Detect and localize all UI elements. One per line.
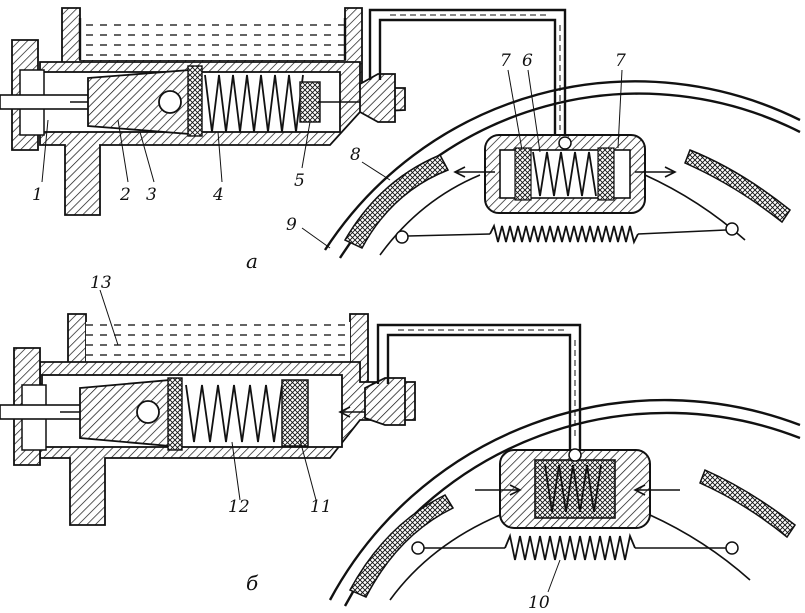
top-label-8: 8 xyxy=(350,145,361,165)
top-outlet-fitting xyxy=(359,73,396,123)
bottom-pipe xyxy=(376,323,582,450)
top-ball xyxy=(158,90,182,114)
top-spring xyxy=(204,74,304,133)
top-spring-pin-left xyxy=(395,230,409,244)
bottom-brake-drum xyxy=(328,398,801,601)
top-label-7a: 7 xyxy=(500,51,511,71)
top-spring-pin-right xyxy=(725,222,739,236)
bottom-spring xyxy=(185,384,283,443)
top-label-6: 6 xyxy=(522,51,533,71)
bottom-spring-pin-right xyxy=(725,541,739,555)
bottom-view: 13 12 11 10 б xyxy=(0,273,801,613)
top-label-3: 3 xyxy=(146,185,157,205)
top-brake-drum xyxy=(323,80,801,251)
bottom-check-valve xyxy=(281,379,309,447)
top-label-4: 4 xyxy=(212,185,224,205)
bottom-label-10: 10 xyxy=(528,593,550,613)
top-left-shoe-lining xyxy=(343,154,450,249)
top-label-2: 2 xyxy=(119,185,131,205)
bottom-label-13: 13 xyxy=(90,273,112,293)
top-label-5: 5 xyxy=(294,171,305,191)
bottom-label-12: 12 xyxy=(228,497,250,517)
caption-top: а xyxy=(246,249,258,273)
top-reservoir-fluid xyxy=(80,18,345,60)
top-label-7b: 7 xyxy=(615,51,626,71)
top-cup xyxy=(187,65,203,137)
caption-bottom: б xyxy=(246,571,259,595)
top-pipe xyxy=(368,8,567,140)
bottom-reservoir-fluid xyxy=(86,322,350,362)
top-return-spring xyxy=(489,223,639,245)
top-view: 1 2 3 4 5 6 7 7 8 9 а xyxy=(0,7,801,273)
bottom-label-11: 11 xyxy=(310,497,332,517)
top-check-valve xyxy=(299,81,321,123)
bottom-left-shoe-lining xyxy=(348,494,455,598)
bottom-outlet-fitting xyxy=(364,377,406,426)
bottom-right-shoe-lining xyxy=(699,468,797,539)
bottom-spring-pin-left xyxy=(411,541,425,555)
bottom-cup xyxy=(167,377,183,451)
top-label-9: 9 xyxy=(286,215,297,235)
top-label-1: 1 xyxy=(32,185,43,205)
bottom-ball xyxy=(136,400,160,424)
bottom-return-spring xyxy=(504,532,636,561)
top-right-shoe-lining xyxy=(684,149,792,224)
